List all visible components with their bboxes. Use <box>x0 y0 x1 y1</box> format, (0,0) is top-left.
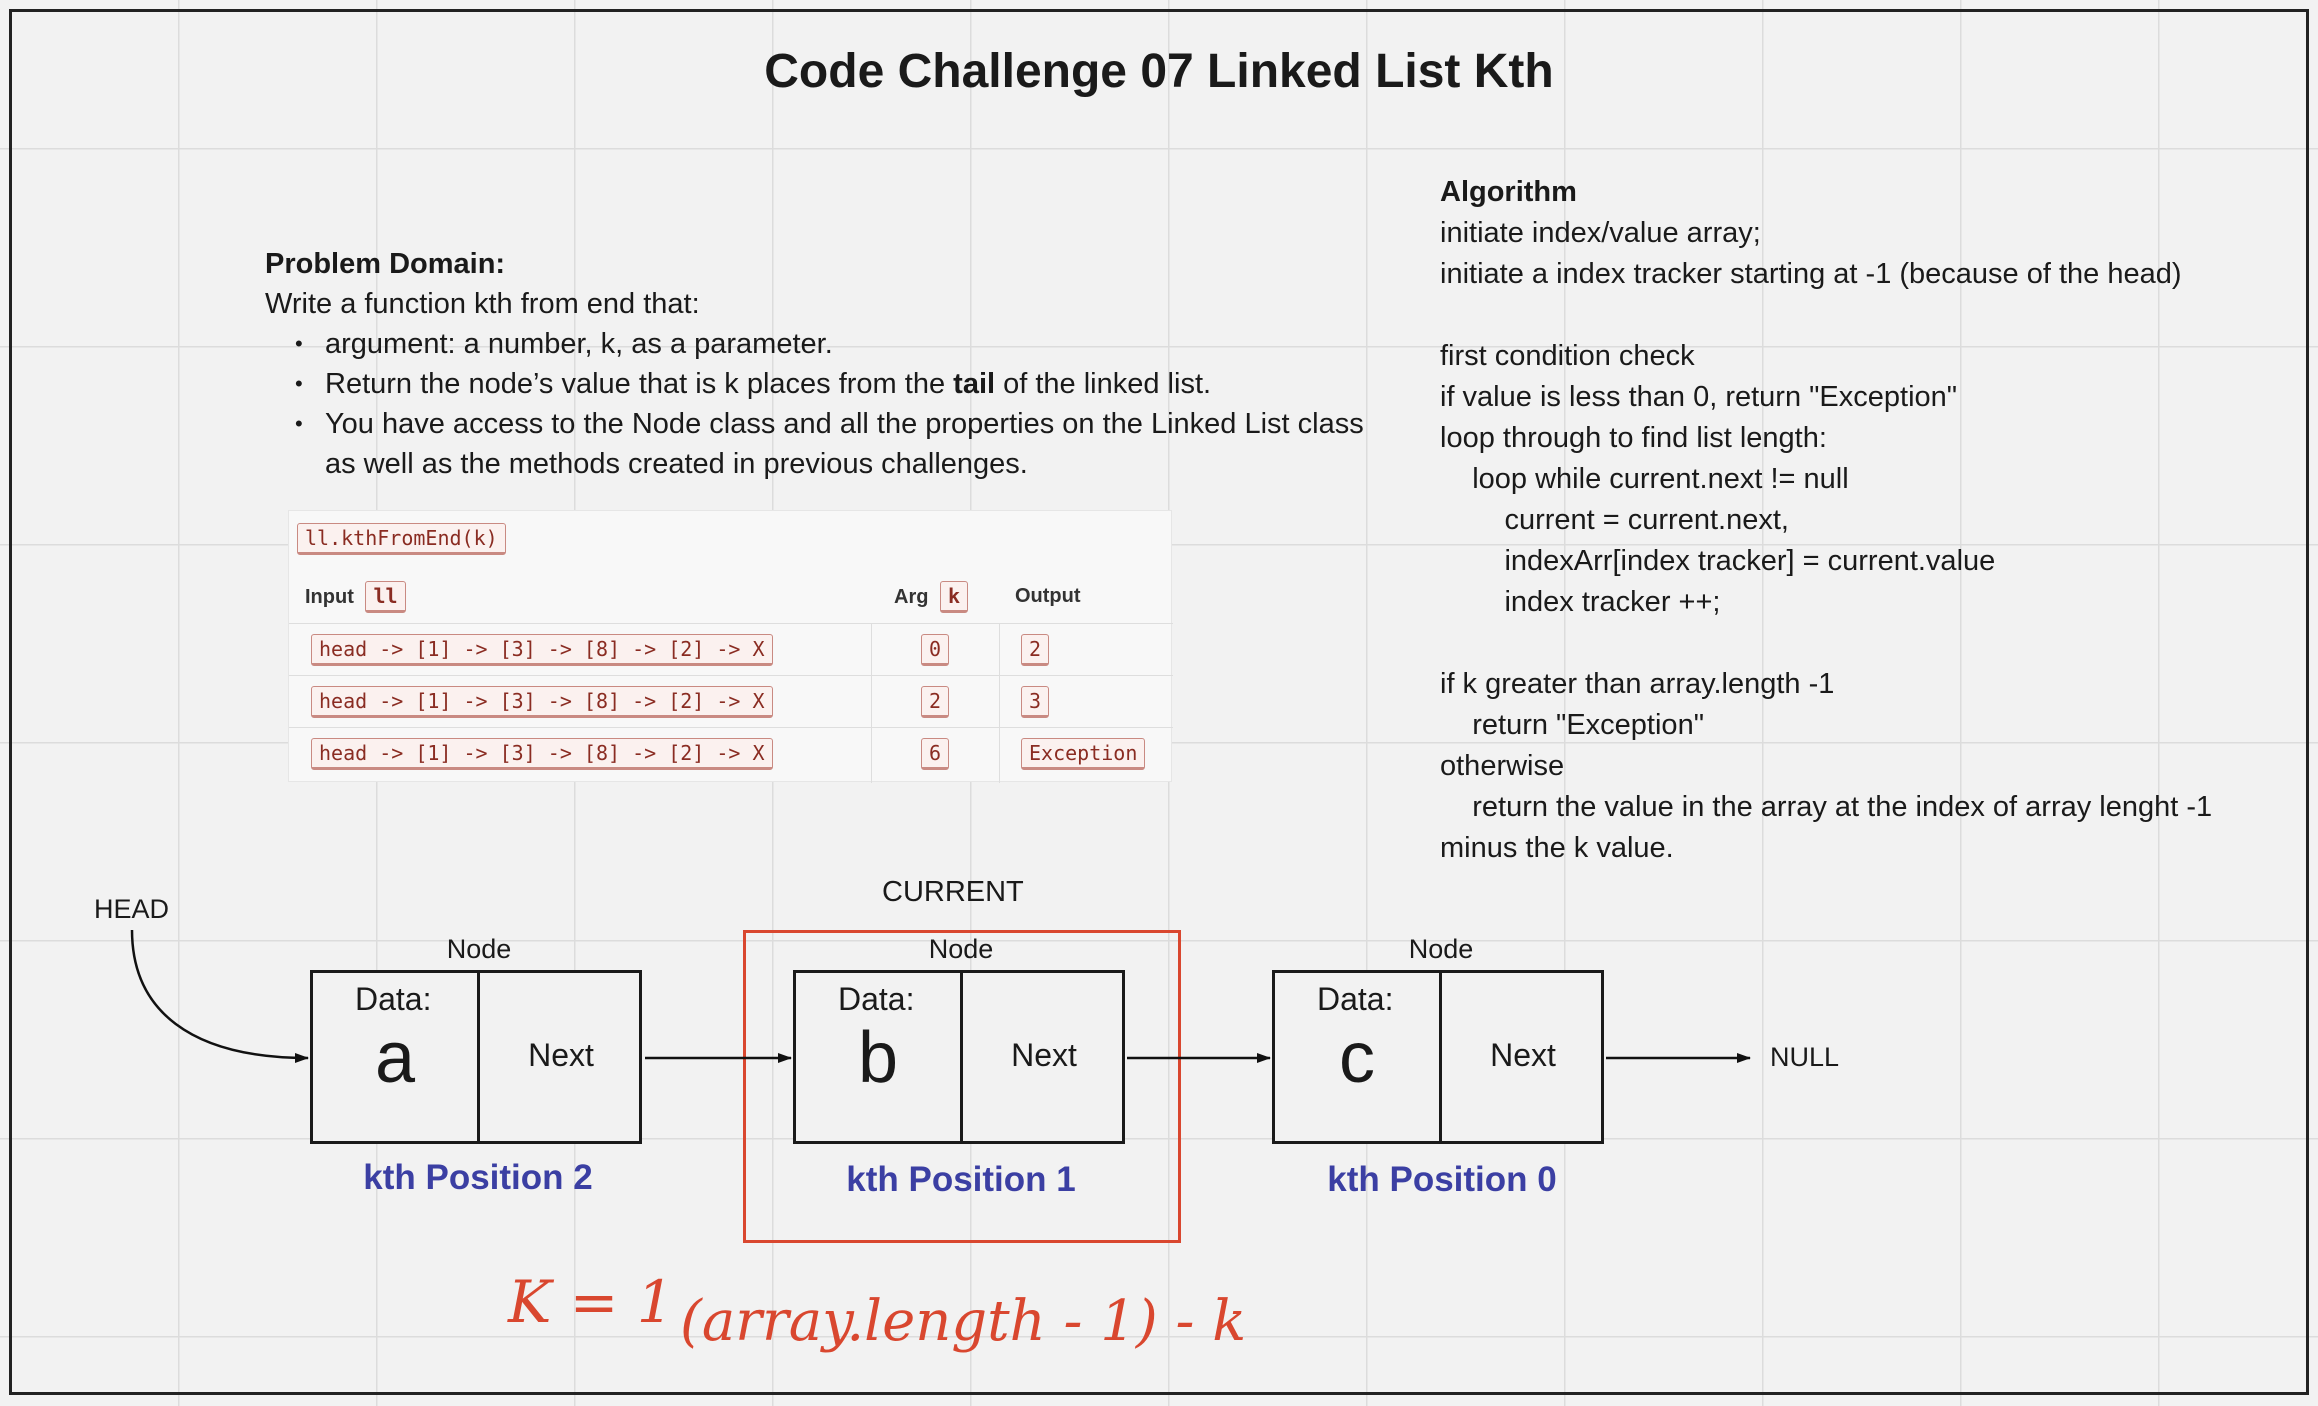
null-label: NULL <box>1770 1042 1840 1072</box>
linked-list-node: Data: c Next <box>1272 970 1604 1144</box>
node-data-cell: Data: b <box>796 973 963 1141</box>
problem-domain: Problem Domain: Write a function kth fro… <box>265 244 1365 484</box>
handwritten-k: K = 1 <box>507 1268 674 1336</box>
node-label: Node <box>928 934 994 964</box>
problem-bullets: argument: a number, k, as a parameter. R… <box>265 324 1365 484</box>
problem-heading: Problem Domain: <box>265 248 506 280</box>
bullet-item: You have access to the Node class and al… <box>295 404 1365 484</box>
node-data-cell: Data: a <box>313 973 480 1141</box>
row-input: head -> [1] -> [3] -> [8] -> [2] -> X <box>311 738 773 770</box>
kth-position-label: kth Position 1 <box>846 1160 1076 1199</box>
page-title: Code Challenge 07 Linked List Kth <box>764 45 1554 98</box>
algorithm-line: initiate a index tracker starting at -1 … <box>1440 258 2182 290</box>
row-arg: 6 <box>921 738 950 770</box>
algorithm-line: indexArr[index tracker] = current.value <box>1440 545 1996 577</box>
header-output: Output <box>1015 585 1081 607</box>
algorithm-line: minus the k value. <box>1440 832 1674 864</box>
algorithm-line: current = current.next, <box>1440 504 1789 536</box>
node-value: c <box>1339 1018 1375 1098</box>
head-arrow <box>130 929 309 1063</box>
header-input: Input ll <box>305 581 406 613</box>
bullet-text: Return the node’s value that is k places… <box>325 368 954 400</box>
table-row: head -> [1] -> [3] -> [8] -> [2] -> X 2 … <box>289 675 1173 728</box>
algorithm-line: otherwise <box>1440 750 1565 782</box>
handwritten-formula: (array.length - 1) - k <box>680 1289 1246 1354</box>
kth-position-label: kth Position 0 <box>1327 1160 1557 1199</box>
bullet-bold: tail <box>953 368 996 400</box>
node-value: b <box>857 1018 899 1098</box>
row-output: 2 <box>1021 634 1050 666</box>
current-label: CURRENT <box>882 876 1024 908</box>
node-value: a <box>374 1018 416 1098</box>
linked-list-node: Data: b Next <box>793 970 1125 1144</box>
bullet-item: Return the node’s value that is k places… <box>295 364 1365 404</box>
header-input-code: ll <box>365 581 406 613</box>
kth-position-label: kth Position 2 <box>363 1158 593 1197</box>
method-code: ll.kthFromEnd(k) <box>297 523 506 555</box>
header-arg: Arg k <box>894 581 969 613</box>
algorithm-block: Algorithm initiate index/value array; in… <box>1440 172 2280 869</box>
algorithm-line: return the value in the array at the ind… <box>1440 791 2213 823</box>
algorithm-line: if k greater than array.length -1 <box>1440 668 1835 700</box>
algorithm-line: first condition check <box>1440 340 1695 372</box>
current-highlight-box <box>743 930 1181 1243</box>
bullet-text: of the linked list. <box>995 368 1212 400</box>
next-label: Next <box>528 1037 594 1073</box>
head-label: HEAD <box>94 894 170 924</box>
row-input: head -> [1] -> [3] -> [8] -> [2] -> X <box>311 686 773 718</box>
algorithm-line: if value is less than 0, return "Excepti… <box>1440 381 1958 413</box>
handwriting: K = 1 (array.length - 1) - k <box>507 1268 1246 1354</box>
algorithm-line: loop through to find list length: <box>1440 422 1827 454</box>
node-label: Node <box>446 934 512 964</box>
column-divider <box>871 623 872 783</box>
algorithm-line: return "Exception" <box>1440 709 1704 741</box>
algorithm-line: index tracker ++; <box>1440 586 1721 618</box>
linked-list-node: Data: a Next <box>310 970 642 1144</box>
node-data-cell: Data: c <box>1275 973 1442 1141</box>
row-output: 3 <box>1021 686 1050 718</box>
row-output: Exception <box>1021 738 1146 770</box>
node-label: Node <box>1408 934 1474 964</box>
algorithm-line: loop while current.next != null <box>1440 463 1849 495</box>
data-label: Data: <box>838 981 915 1017</box>
board-frame <box>9 9 2309 1395</box>
data-label: Data: <box>1317 981 1394 1017</box>
next-label: Next <box>1011 1037 1077 1073</box>
header-input-label: Input <box>305 586 354 608</box>
column-divider <box>999 623 1000 783</box>
next-label: Next <box>1490 1037 1556 1073</box>
row-arg: 2 <box>921 686 950 718</box>
row-arg: 0 <box>921 634 950 666</box>
problem-intro: Write a function kth from end that: <box>265 288 700 320</box>
header-arg-label: Arg <box>894 586 929 608</box>
algorithm-heading: Algorithm <box>1440 176 1577 208</box>
bullet-item: argument: a number, k, as a parameter. <box>295 324 1365 364</box>
header-arg-code: k <box>940 581 969 613</box>
table-row: head -> [1] -> [3] -> [8] -> [2] -> X 0 … <box>289 623 1173 676</box>
algorithm-line: initiate index/value array; <box>1440 217 1761 249</box>
table-row: head -> [1] -> [3] -> [8] -> [2] -> X 6 … <box>289 727 1173 780</box>
examples-table: ll.kthFromEnd(k) Input ll Arg k Output h… <box>288 510 1173 783</box>
data-label: Data: <box>355 981 432 1017</box>
row-input: head -> [1] -> [3] -> [8] -> [2] -> X <box>311 634 773 666</box>
